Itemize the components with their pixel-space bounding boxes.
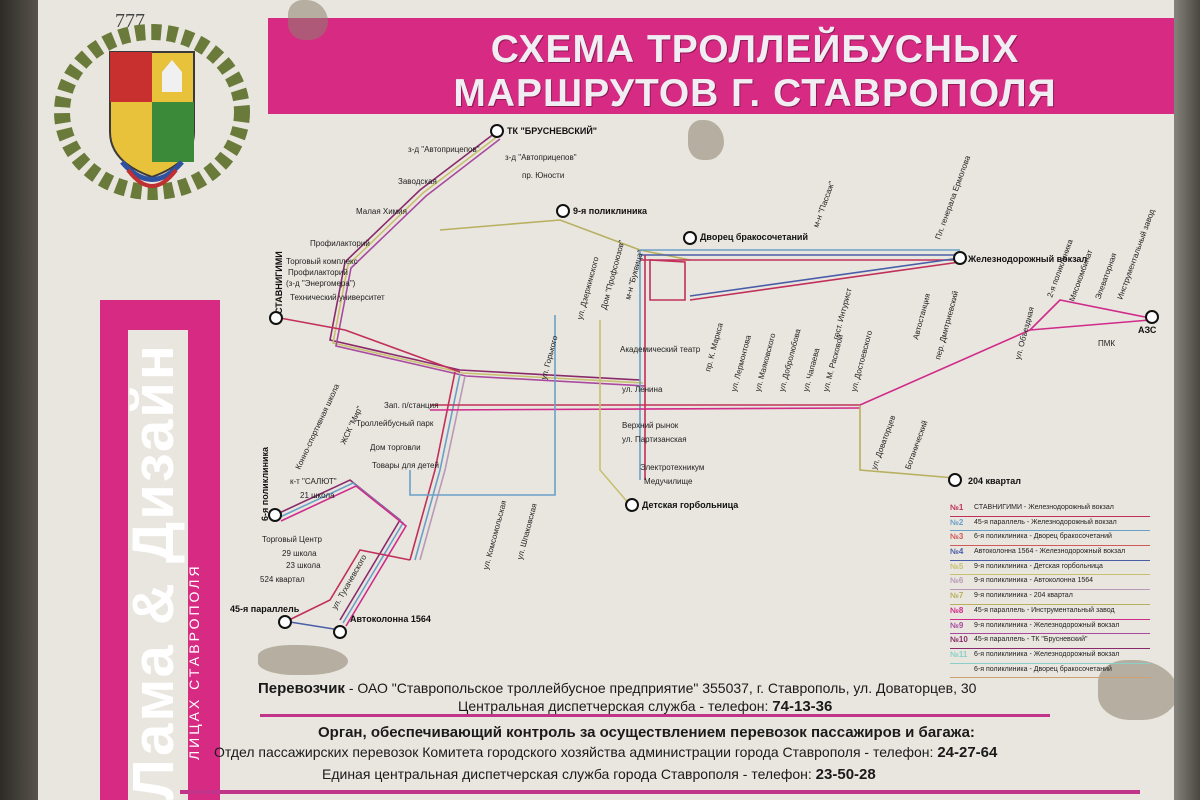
legend-row: №11 6-я поликлиника - Железнодорожный вок… <box>950 649 1150 664</box>
title-line-1: СХЕМА ТРОЛЛЕЙБУСНЫХ <box>490 28 1020 71</box>
legend-route-number: №4 <box>950 547 964 557</box>
title-line-2: МАРШРУТОВ Г. СТАВРОПОЛЯ <box>453 72 1057 115</box>
brand-vertical-text: Лама & Дизайн <box>121 343 186 800</box>
legend-route-number: №7 <box>950 591 964 601</box>
wear-stain <box>258 645 348 675</box>
dept-text: Отдел пассажирских перевозок Комитета го… <box>214 744 934 760</box>
legend-route-text: 45-я параллель - Инструментальный завод <box>974 606 1115 614</box>
legend-route-number: №11 <box>950 649 968 659</box>
route-legend: №1 СТАВНИГИМИ - Железнодорожный вокзал №2 4… <box>950 502 1150 679</box>
unified-text: Единая центральная диспетчерская служба … <box>322 766 812 782</box>
legend-row: №8 45-я параллель - Инструментальный заво… <box>950 605 1150 620</box>
legend-row: №7 9-я поликлиника - 204 квартал <box>950 590 1150 605</box>
legend-route-text: Автоколонна 1564 - Железнодорожный вокза… <box>974 548 1126 556</box>
coat-of-arms-icon <box>54 24 250 200</box>
legend-route-number: №1 <box>950 503 964 512</box>
dept-line: Отдел пассажирских перевозок Комитета го… <box>214 744 997 761</box>
legend-route-text: СТАВНИГИМИ - Железнодорожный вокзал <box>974 504 1114 511</box>
legend-row: №9 9-я поликлиника - Железнодорожный вокз… <box>950 620 1150 635</box>
legend-route-text: 9-я поликлиника - Железнодорожный вокзал <box>974 621 1120 629</box>
legend-row: №3 6-я поликлиника - Дворец бракосочетани… <box>950 531 1150 547</box>
carrier-line: Перевозчик - ОАО "Ставропольское троллей… <box>258 680 976 697</box>
legend-route-text: 9-я поликлиника - Детская горбольница <box>974 562 1103 570</box>
legend-route-number: №3 <box>950 532 964 542</box>
legend-route-text: 6-я поликлиника - Дворец бракосочетаний <box>974 665 1112 673</box>
legend-row: №5 9-я поликлиника - Детская горбольница <box>950 561 1150 576</box>
wear-stain <box>1098 660 1174 720</box>
carrier-label: Перевозчик <box>258 680 345 697</box>
legend-row: 6-я поликлиника - Дворец бракосочетаний <box>950 664 1150 679</box>
legend-route-text: 45-я параллель - ТК "Брусневский" <box>974 636 1088 644</box>
legend-row: №4 Автоколонна 1564 - Железнодорожный вок… <box>950 546 1150 561</box>
legend-row: №2 45-я параллель - Железнодорожный вокза… <box>950 517 1150 532</box>
carrier-text: - ОАО "Ставропольское троллейбусное пред… <box>344 680 977 696</box>
control-heading: Орган, обеспечивающий контроль за осущес… <box>318 724 975 741</box>
left-band-inner <box>128 330 188 800</box>
divider-line <box>260 714 1050 717</box>
legend-route-number: №8 <box>950 605 964 615</box>
brand-vertical-subtext: ЛИЦАХ СТАВРОПОЛЯ <box>186 563 202 760</box>
wear-stain <box>288 0 328 40</box>
unified-line: Единая центральная диспетчерская служба … <box>322 766 876 783</box>
dept-phone: 24-27-64 <box>937 744 998 761</box>
legend-route-number: №2 <box>950 517 964 527</box>
legend-route-text: 9-я поликлиника - 204 квартал <box>974 592 1073 600</box>
legend-route-number: №5 <box>950 561 964 571</box>
legend-route-text: 6-я поликлиника - Дворец бракосочетаний <box>974 533 1112 541</box>
dispatch-label: Центральная диспетчерская служба - телеф… <box>458 698 769 714</box>
legend-route-text: 6-я поликлиника - Железнодорожный вокзал <box>974 650 1120 658</box>
legend-route-text: 45-я параллель - Железнодорожный вокзал <box>974 518 1117 526</box>
dispatch-phone: 74-13-36 <box>772 698 833 715</box>
legend-route-number: №6 <box>950 576 964 586</box>
divider-line-bottom <box>180 790 1140 794</box>
legend-row: №6 9-я поликлиника - Автоколонна 1564 <box>950 575 1150 591</box>
legend-route-number: №9 <box>950 620 964 630</box>
legend-row: №10 45-я параллель - ТК "Брусневский" <box>950 634 1150 649</box>
poster-title: СХЕМА ТРОЛЛЕЙБУСНЫХ МАРШРУТОВ Г. СТАВРОП… <box>360 28 1150 116</box>
window-frame-right <box>1172 0 1200 800</box>
window-frame-left <box>0 0 40 800</box>
legend-row: №1 СТАВНИГИМИ - Железнодорожный вокзал <box>950 502 1150 517</box>
wear-stain <box>688 120 724 160</box>
header-band <box>268 18 1174 114</box>
dispatch-line: Центральная диспетчерская служба - телеф… <box>458 698 832 715</box>
unified-phone: 23-50-28 <box>815 766 876 783</box>
legend-route-number: №10 <box>950 635 968 645</box>
legend-route-text: 9-я поликлиника - Автоколонна 1564 <box>974 577 1094 585</box>
